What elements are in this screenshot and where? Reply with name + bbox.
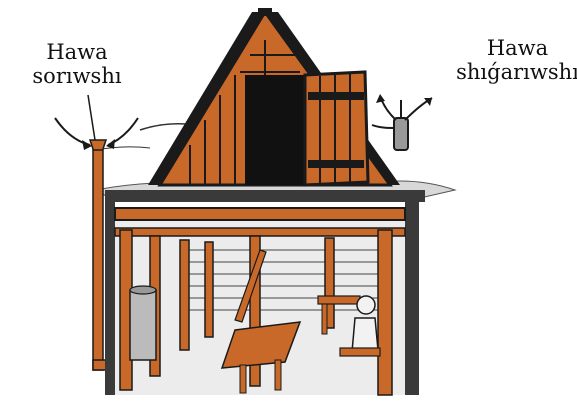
air-exhaust-label: Hawa shıǵarıwshı	[455, 36, 577, 84]
air-intake-label-line2: sorıwshı	[32, 64, 122, 88]
open-door	[303, 70, 370, 187]
exhaust-vent	[371, 94, 433, 151]
air-intake-label: Hawa sorıwshı	[22, 40, 132, 88]
air-intake-label-line1: Hawa	[46, 40, 108, 64]
air-exhaust-label-line2: shıǵarıwshı	[456, 60, 577, 84]
underground-chamber	[105, 190, 425, 396]
doorway	[245, 75, 305, 185]
air-exhaust-label-line1: Hawa	[486, 36, 549, 60]
